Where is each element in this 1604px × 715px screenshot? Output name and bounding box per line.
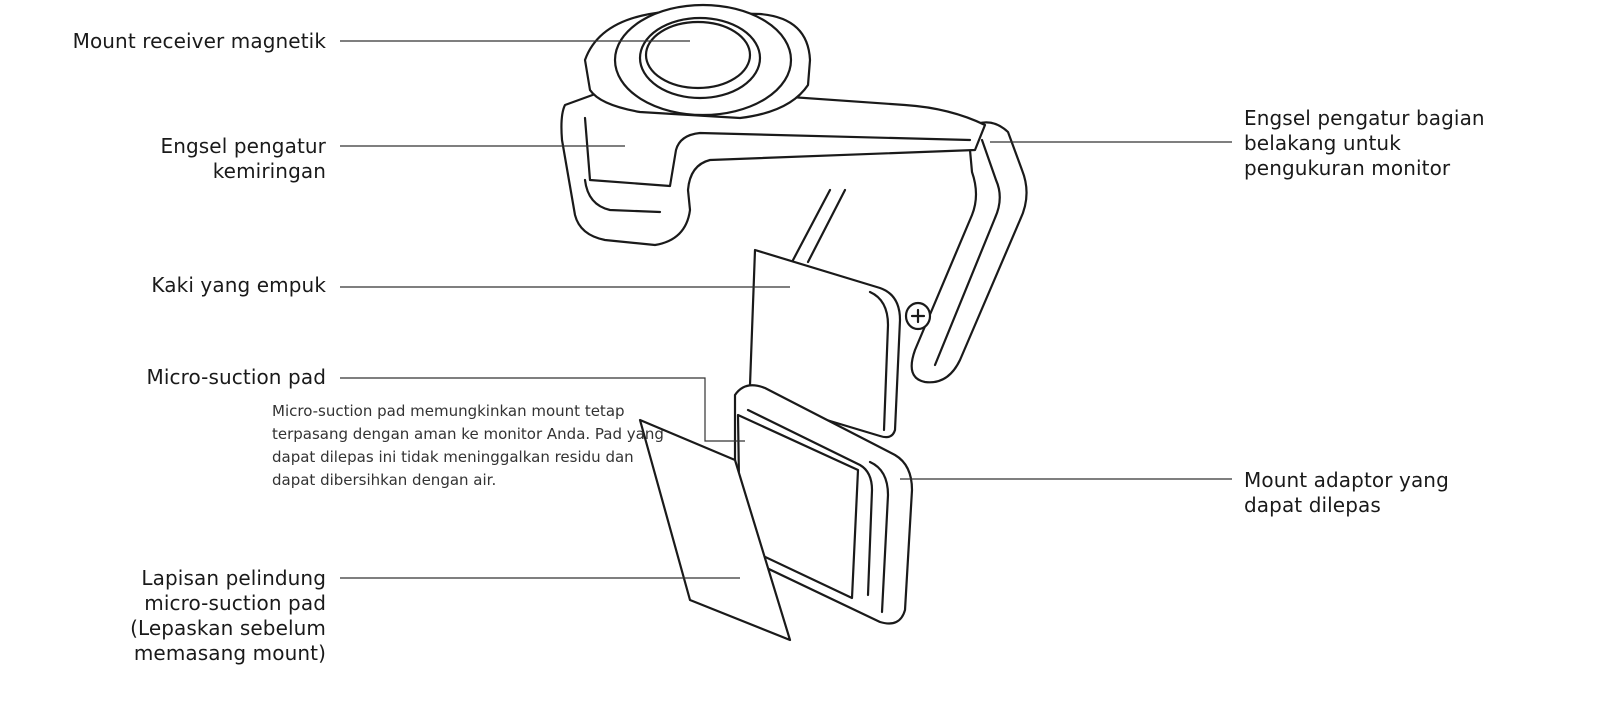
label-line: Mount receiver magnetik [73,29,326,54]
micro-suction-description: Micro-suction pad memungkinkan mount tet… [272,400,672,492]
label-back-hinge: Engsel pengatur bagian belakang untuk pe… [1244,106,1485,181]
support-strut-2 [808,190,845,262]
label-line: micro-suction pad [130,591,326,616]
label-line: (Lepaskan sebelum [130,616,326,641]
label-protective-layer: Lapisan pelindung micro-suction pad (Lep… [130,566,326,666]
receiver-ring-core [646,22,750,88]
label-line: dapat dilepas [1244,493,1449,518]
desc-line: dapat dilepas ini tidak meninggalkan res… [272,446,672,469]
label-line: Engsel pengatur bagian [1244,106,1485,131]
support-strut [792,190,830,262]
desc-line: dapat dibersihkan dengan air. [272,469,672,492]
back-hinge-arm [912,122,1027,382]
label-adapter-mount: Mount adaptor yang dapat dilepas [1244,468,1449,518]
label-line: Mount adaptor yang [1244,468,1449,493]
label-mount-receiver: Mount receiver magnetik [73,29,326,54]
label-padded-foot: Kaki yang empuk [151,273,326,298]
label-micro-suction: Micro-suction pad [146,365,326,390]
label-line: Engsel pengatur [160,134,326,159]
label-line: Micro-suction pad [146,365,326,390]
label-line: pengukuran monitor [1244,156,1485,181]
label-line: belakang untuk [1244,131,1485,156]
label-line: Kaki yang empuk [151,273,326,298]
desc-line: Micro-suction pad memungkinkan mount tet… [272,400,672,423]
label-line: memasang mount) [130,641,326,666]
mount-illustration [561,5,1026,640]
label-line: Lapisan pelindung [130,566,326,591]
desc-line: terpasang dengan aman ke monitor Anda. P… [272,423,672,446]
label-line: kemiringan [160,159,326,184]
label-tilt-hinge: Engsel pengatur kemiringan [160,134,326,184]
